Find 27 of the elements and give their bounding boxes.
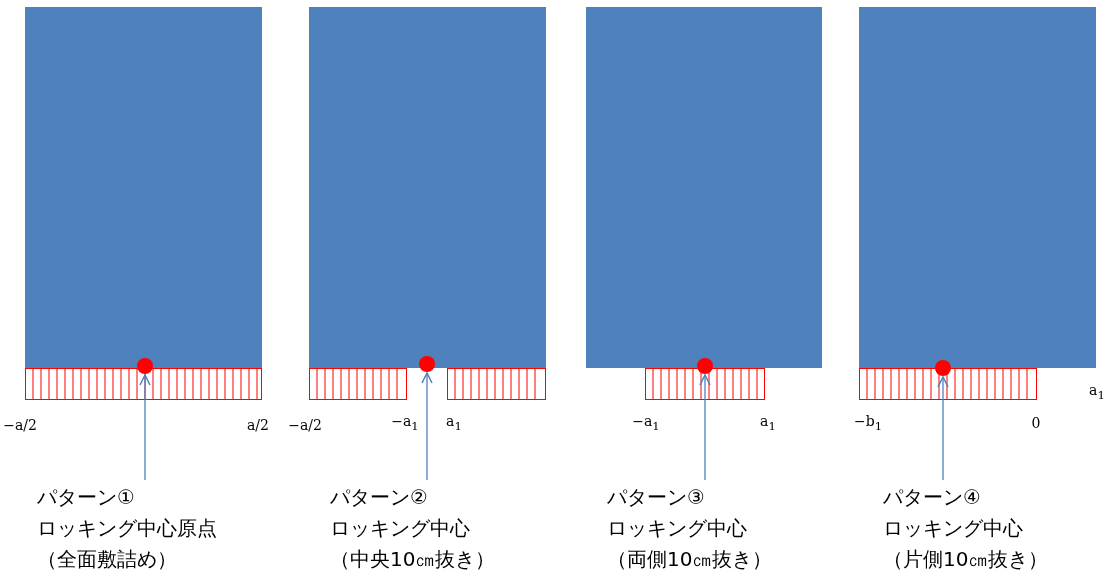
- coordinate-label: a/2: [247, 418, 269, 432]
- caption-text: （片側10㎝抜き）: [883, 546, 1049, 573]
- coordinate-label: −a/2: [288, 418, 322, 432]
- caption-text: ロッキング中心: [883, 515, 1023, 542]
- pattern-title: パターン③: [607, 484, 705, 511]
- coordinate-label: −a/2: [3, 418, 37, 432]
- arrow: [699, 374, 711, 481]
- coordinate-label: 0: [1031, 416, 1041, 430]
- coordinate-label: −a$_{1}$: [632, 413, 660, 433]
- caption-text: ロッキング中心原点: [37, 515, 217, 542]
- arrow: [421, 372, 433, 481]
- caption-text: ロッキング中心: [330, 515, 470, 542]
- caption-text: （中央10㎝抜き）: [330, 546, 496, 573]
- coordinate-label: a$_{1}$: [760, 413, 776, 433]
- pattern-title: パターン④: [883, 484, 981, 511]
- arrow: [937, 376, 949, 481]
- caption-text: （両側10㎝抜き）: [607, 546, 773, 573]
- arrow: [139, 374, 151, 481]
- center-dot: [419, 356, 435, 372]
- coordinate-label: −a$_{1}$: [391, 413, 419, 433]
- caption-text: （全面敷詰め）: [37, 546, 177, 573]
- pattern-title: パターン②: [330, 484, 428, 511]
- coordinate-label: a$_{1}$: [1089, 382, 1105, 402]
- coordinate-label: a$_{1}$: [446, 413, 462, 433]
- coordinate-label: −b$_{1}$: [853, 413, 883, 433]
- caption-text: ロッキング中心: [607, 515, 747, 542]
- pattern-title: パターン①: [37, 484, 135, 511]
